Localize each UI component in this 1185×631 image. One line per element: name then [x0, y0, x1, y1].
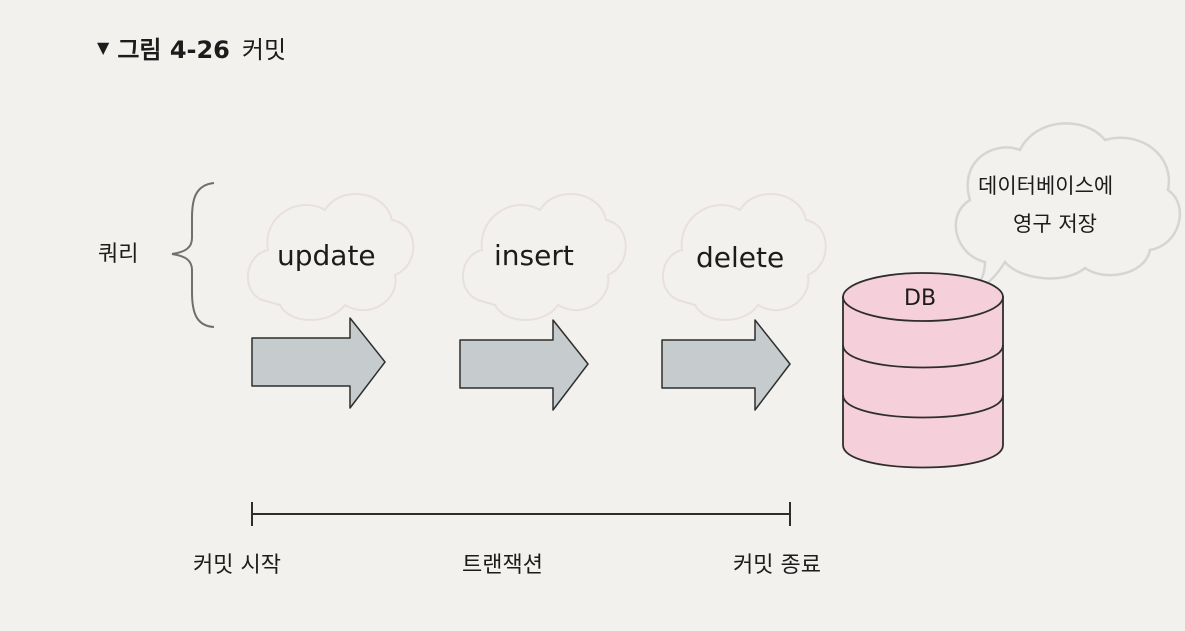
query-label: 쿼리	[98, 242, 138, 267]
db-bubble-line2: 영구 저장	[1013, 212, 1097, 236]
db-label: DB	[904, 286, 936, 311]
arrow-insert	[459, 319, 589, 411]
commit-start-label: 커밋 시작	[193, 553, 281, 578]
arrow-delete	[661, 319, 791, 411]
arrow-update	[251, 317, 386, 409]
transaction-label: 트랜잭션	[462, 553, 543, 578]
caption-title: 커밋	[241, 36, 287, 64]
transaction-timeline	[251, 502, 791, 526]
cloud-insert	[462, 193, 627, 321]
caption-marker: ▼	[97, 38, 110, 57]
caption-number: 그림 4-26	[117, 36, 230, 64]
commit-end-label: 커밋 종료	[733, 553, 821, 578]
cloud-update	[246, 193, 415, 321]
db-bubble-line1: 데이터베이스에	[978, 174, 1113, 198]
db-cylinder	[842, 272, 1004, 469]
cloud-delete	[662, 193, 827, 321]
query-insert: insert	[494, 239, 574, 272]
query-brace	[171, 182, 215, 328]
query-delete: delete	[696, 241, 784, 274]
query-update: update	[277, 239, 376, 272]
figure-caption: ▼ 그림 4-26 커밋	[97, 30, 286, 65]
db-speech-cloud	[954, 122, 1182, 293]
